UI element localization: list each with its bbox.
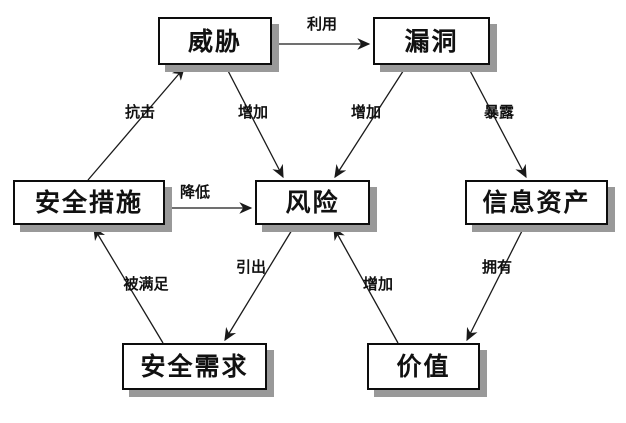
edge-vulnerability-increases-risk — [334, 64, 408, 179]
node-security-measures-label: 安全措施 — [34, 188, 143, 217]
node-value: 价值 — [367, 343, 480, 390]
edge-threat-increases-risk — [224, 64, 284, 179]
node-security-requirements-label: 安全需求 — [140, 352, 249, 381]
node-security-measures: 安全措施 — [13, 180, 165, 225]
node-risk: 风险 — [255, 180, 370, 225]
edge-risk-leads-to-requirements — [224, 224, 296, 342]
node-threat: 威胁 — [158, 17, 272, 65]
edge-label-resist: 抗击 — [124, 103, 156, 121]
edge-label-exploit: 利用 — [306, 15, 338, 33]
node-vulnerability: 漏洞 — [373, 17, 490, 65]
node-security-requirements: 安全需求 — [122, 343, 267, 390]
edge-label-increase-2: 增加 — [350, 103, 382, 121]
edge-assets-have-value — [466, 224, 526, 342]
node-information-assets: 信息资产 — [465, 180, 608, 225]
node-value-label: 价值 — [396, 352, 451, 381]
edge-label-possess: 拥有 — [481, 258, 513, 276]
node-information-assets-label: 信息资产 — [482, 188, 591, 217]
node-risk-label: 风险 — [285, 188, 340, 217]
node-vulnerability-label: 漏洞 — [404, 26, 459, 56]
edge-measures-resist-threat — [87, 67, 185, 181]
edge-label-be-satisfied: 被满足 — [123, 275, 169, 293]
node-threat-label: 威胁 — [187, 26, 242, 56]
edge-label-increase-1: 增加 — [237, 103, 269, 121]
edge-value-increases-risk — [333, 226, 399, 344]
edge-label-expose: 暴露 — [483, 103, 515, 121]
edge-label-reduce: 降低 — [179, 183, 211, 201]
edge-vulnerability-exposes-assets — [466, 64, 527, 179]
edge-requirements-satisfied-by-measures — [93, 226, 164, 344]
edge-label-lead-to: 引出 — [235, 258, 267, 276]
edge-label-increase-3: 增加 — [362, 275, 394, 293]
